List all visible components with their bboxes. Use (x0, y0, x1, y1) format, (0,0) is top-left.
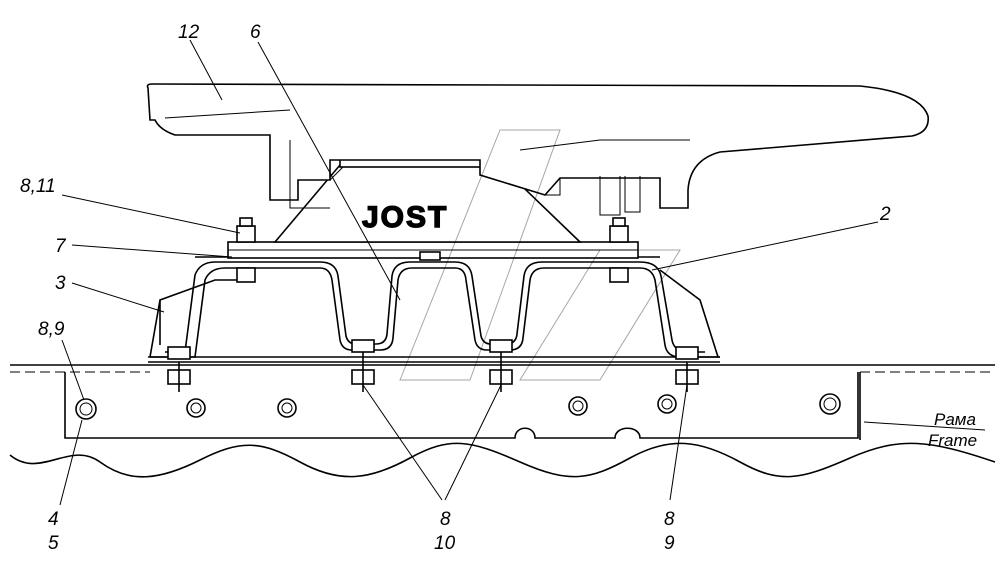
frame-rail (9, 364, 996, 478)
bolt-icon (167, 346, 191, 392)
top-bolts (236, 217, 629, 283)
callout-2: 2 (879, 204, 891, 225)
bolt-head-icon (819, 393, 841, 415)
leader-lines (59, 39, 986, 506)
callout-9: 9 (664, 533, 675, 554)
lower-bolts (167, 339, 699, 392)
callout-3: 3 (55, 273, 66, 294)
callout-4: 4 (48, 509, 59, 530)
bolt-icon (351, 339, 375, 392)
callout-10: 10 (434, 533, 456, 554)
bolt-icon (489, 339, 513, 392)
bolt-icon (675, 346, 699, 392)
callout-12: 12 (178, 22, 200, 43)
svg-text:JOST: JOST (362, 201, 448, 234)
mounting-brackets (148, 269, 720, 363)
callout-8-center: 8 (440, 509, 451, 530)
frame-label-ru: Рама (934, 410, 976, 429)
callout-6: 6 (250, 22, 261, 43)
bolt-head-icon (568, 396, 588, 416)
bolt-head-icon (277, 398, 297, 418)
bolt-head-icon (657, 394, 677, 414)
corrugated-profile (150, 256, 720, 358)
bolt-head-icon (186, 398, 206, 418)
callout-8-right: 8 (664, 509, 675, 530)
callout-5: 5 (48, 533, 59, 554)
callout-8-9: 8,9 (38, 319, 65, 340)
jost-logo: JOST (361, 200, 448, 234)
callout-7: 7 (55, 236, 67, 257)
bolt-icon (609, 217, 629, 283)
callouts: 12 6 8,11 2 7 3 8,9 4 5 8 10 8 9 (20, 22, 891, 554)
frame-bolts (75, 393, 841, 420)
frame-label: Рама Frame (928, 410, 977, 450)
callout-8-11: 8,11 (20, 176, 56, 197)
bolt-icon (236, 217, 256, 283)
frame-label-en: Frame (928, 431, 977, 450)
coupling-plate (146, 83, 929, 216)
watermark (399, 129, 681, 381)
bolt-icon (419, 251, 441, 261)
bolt-head-icon (75, 398, 97, 420)
